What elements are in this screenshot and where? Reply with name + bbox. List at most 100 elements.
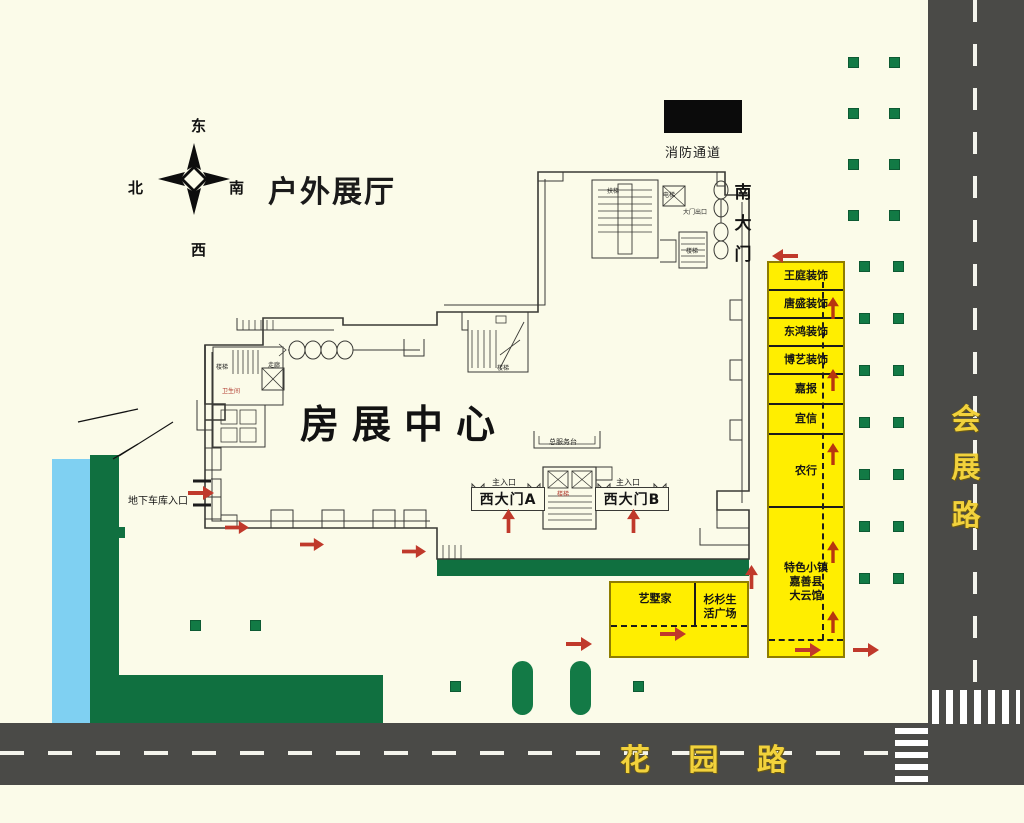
exhibitor-booth-label: 东鸿装饰 (784, 325, 828, 338)
tree-icon (893, 469, 904, 480)
exhibitor-booth[interactable]: 博艺装饰 (769, 347, 843, 375)
exhibitor-strip-aisle-line (822, 282, 824, 640)
booth-label-shanshan: 杉杉生 活广场 (703, 593, 737, 620)
road-label-garden: 花 园 路 (620, 743, 801, 778)
plan-note-service-desk: 总服务台 (549, 438, 577, 446)
tree-icon (859, 573, 870, 584)
gate-south-char-3: 门 (734, 245, 752, 265)
arrow-icon-garage (188, 486, 214, 500)
tree-icon (250, 620, 261, 631)
road-centerline-vertical (973, 0, 977, 700)
tree-icon (889, 210, 900, 221)
plan-note-gate-exit: 大门出口 (683, 209, 708, 216)
gate-south-char-2: 大 (734, 214, 752, 234)
tree-icon (893, 261, 904, 272)
exhibitor-booth-label: 嘉报 (795, 382, 817, 395)
crosswalk-icon-horizontal (895, 728, 928, 782)
arrow-icon-strip-2 (827, 369, 839, 391)
exhibitor-booth-label: 农行 (795, 463, 817, 477)
plan-note-escalator: 扶梯 (607, 188, 620, 195)
tree-icon (893, 521, 904, 532)
exhibitor-strip-aisle-line-bottom (769, 639, 843, 641)
compass-star (158, 143, 230, 219)
arrow-icon-strip-4 (827, 541, 839, 563)
tree-icon (848, 57, 859, 68)
arrow-icon-strip-1 (827, 297, 839, 319)
gate-south-char-1: 南 (734, 183, 752, 203)
booth-label-yishujia: 艺墅家 (638, 592, 672, 605)
exhibitor-booth[interactable]: 嘉报 (769, 375, 843, 405)
arrow-icon-flow-1 (225, 521, 249, 534)
fire-lane-block (664, 100, 742, 133)
arrow-icon-strip-5 (827, 611, 839, 633)
road-char-2: 展 (951, 450, 983, 484)
arrow-icon-strip-3 (827, 443, 839, 465)
tree-icon (859, 313, 870, 324)
tree-icon (859, 521, 870, 532)
green-strip-south (437, 559, 749, 576)
plan-note-corridor: 走廊 (268, 362, 281, 369)
tree-icon (848, 159, 859, 170)
page-title: 户外展厅 (268, 175, 396, 210)
garage-entrance-label: 地下车库入口 (128, 496, 188, 507)
tree-icon (893, 313, 904, 324)
plan-note-restroom: 卫生间 (222, 388, 241, 395)
planter-icon (512, 661, 533, 715)
exhibitor-booth[interactable]: 唐盛装饰 (769, 291, 843, 319)
compass-label-east: 东 (191, 117, 207, 135)
tree-icon (450, 681, 461, 692)
arrow-icon-south-gate-left (772, 249, 798, 263)
exhibitor-booth-label: 唐盛装饰 (784, 297, 828, 310)
tree-icon (848, 210, 859, 221)
bottom-booth-block[interactable] (609, 581, 749, 658)
planter-icon (570, 661, 591, 715)
plan-note-lift: 电梯 (663, 192, 676, 199)
exhibitor-booth[interactable]: 农行 (769, 435, 843, 508)
tree-icon (859, 469, 870, 480)
exhibitor-booth[interactable]: 东鸿装饰 (769, 319, 843, 347)
tree-icon (190, 620, 201, 631)
green-marker-west (113, 527, 125, 538)
exhibitor-booth-label: 博艺装饰 (784, 353, 828, 366)
gate-west-b[interactable]: 西大门B (595, 487, 669, 511)
arrow-icon-strip-exit (795, 643, 821, 657)
booth-aisle-line (611, 625, 747, 627)
exhibitor-booth[interactable]: 王庭装饰 (769, 263, 843, 291)
compass-label-west: 西 (191, 241, 207, 259)
tree-icon (633, 681, 644, 692)
gate-sub-label-west-b: 主入口 (616, 478, 640, 487)
exhibitor-booth[interactable]: 宜信 (769, 405, 843, 435)
arrow-icon-flow-2 (300, 538, 324, 551)
plan-note-stair-west: 楼梯 (216, 364, 229, 371)
booth-divider (694, 583, 696, 625)
gate-south[interactable]: 南 大 门 (731, 178, 755, 274)
arrow-icon-road-exit (853, 643, 879, 657)
tree-icon (889, 108, 900, 119)
exhibitor-booth[interactable]: 特色小镇 嘉善县 大云馆 (769, 508, 843, 655)
tree-icon (889, 57, 900, 68)
compass-label-north: 北 (128, 179, 144, 197)
plan-note-stair-north: 楼梯 (686, 248, 699, 255)
compass-label-south: 南 (229, 179, 245, 197)
exhibitor-booth-label: 特色小镇 嘉善县 大云馆 (784, 560, 828, 602)
crosswalk-icon-vertical (932, 690, 1020, 724)
fire-lane-label: 消防通道 (665, 146, 722, 161)
tree-icon (889, 159, 900, 170)
arrow-icon-gate-b-up (627, 509, 640, 533)
main-hall-label: 房展中心 (300, 403, 509, 448)
tree-icon (893, 417, 904, 428)
arrow-icon-flow-3 (402, 545, 426, 558)
road-char-3: 路 (951, 498, 983, 532)
exhibitor-booth-label: 王庭装饰 (784, 269, 828, 282)
exhibitor-booth-label: 宜信 (795, 412, 817, 425)
gate-west-a[interactable]: 西大门A (471, 487, 545, 511)
tree-icon (859, 365, 870, 376)
compass-rose-icon: 东 西 北 南 (128, 115, 258, 260)
water-feature (52, 459, 90, 723)
tree-icon (893, 573, 904, 584)
gate-sub-label-west-a: 主入口 (492, 478, 516, 487)
arrow-icon-south-flow (566, 637, 592, 651)
arrow-icon-gate-a-up (502, 509, 515, 533)
tree-icon (859, 261, 870, 272)
